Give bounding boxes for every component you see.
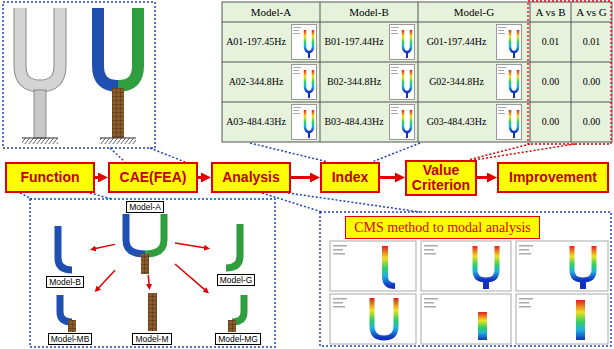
fork-model-panel [3,2,155,148]
table-cell: G01-197.44Hz [418,22,495,62]
table-header: A vs B [530,2,571,22]
process-box: Improvement [497,162,609,193]
model-label: Model-MG [215,333,261,345]
table-cell: 0.00 [530,102,571,142]
table-cell: B02-344.8Hz [320,62,388,102]
leader-lines [20,143,575,212]
table-cell: B01-197.44Hz [320,22,388,62]
table-header: Model-A [222,2,320,22]
table-cell: 0.00 [571,102,612,142]
process-box: CAE(FEA) [108,162,198,193]
model-label: Model-MB [48,333,93,345]
model-figure: Model-B [40,222,90,288]
process-box: Function [5,162,95,193]
table-cell: B03-484.43Hz [320,102,388,142]
table-header: A vs G [571,2,612,22]
result-table [222,1,612,144]
derive-arrow [148,275,150,286]
table-cell: 0.01 [530,22,571,62]
process-box: Analysis [211,162,291,193]
derive-arrow [175,243,206,248]
box-text: Value Criterion [411,163,471,193]
flow-arrow [291,176,313,179]
box-text: CAE(FEA) [120,170,187,185]
cms-screenshots [320,212,611,346]
table-cell: 0.00 [530,62,571,102]
model-tree-panel [30,199,275,347]
box-text: CMS method to modal analysis [354,220,531,236]
model-label: Model-G [217,274,256,286]
method-banner: CMS method to modal analysis [345,216,540,239]
model-label: Model-M [132,333,171,345]
table-cell: 0.00 [571,62,612,102]
process-box: Value Criterion [405,160,477,196]
box-text: Improvement [509,170,597,185]
derive-arrow [175,264,206,291]
table-header: Model-B [320,2,418,22]
flow-arrow [380,176,398,179]
derive-arrow [94,244,115,248]
table-cell: 0.01 [571,22,612,62]
flow-arrow [198,176,204,179]
model-label: Model-A [126,201,164,213]
flow-arrow [95,176,101,179]
table-cell: A03-484.43Hz [222,102,290,142]
process-box: Index [320,162,380,193]
model-figure: Model-MG [209,292,267,345]
model-figure: Model-A [115,201,175,275]
flow-arrow [477,176,490,179]
box-text: Function [20,170,79,185]
table-cell: G03-484.43Hz [418,102,495,142]
model-figure: Model-MB [40,292,100,345]
box-text: Index [332,170,369,185]
derive-arrow [98,270,115,289]
table-cell: A02-344.8Hz [222,62,290,102]
table-cell: A01-197.45Hz [222,22,290,62]
model-figure: Model-M [126,290,178,345]
model-figure: Model-G [210,220,262,286]
model-label: Model-B [46,276,84,288]
table-cell: G02-344.8Hz [418,62,495,102]
table-header: Model-G [418,2,530,22]
box-text: Analysis [222,170,280,185]
